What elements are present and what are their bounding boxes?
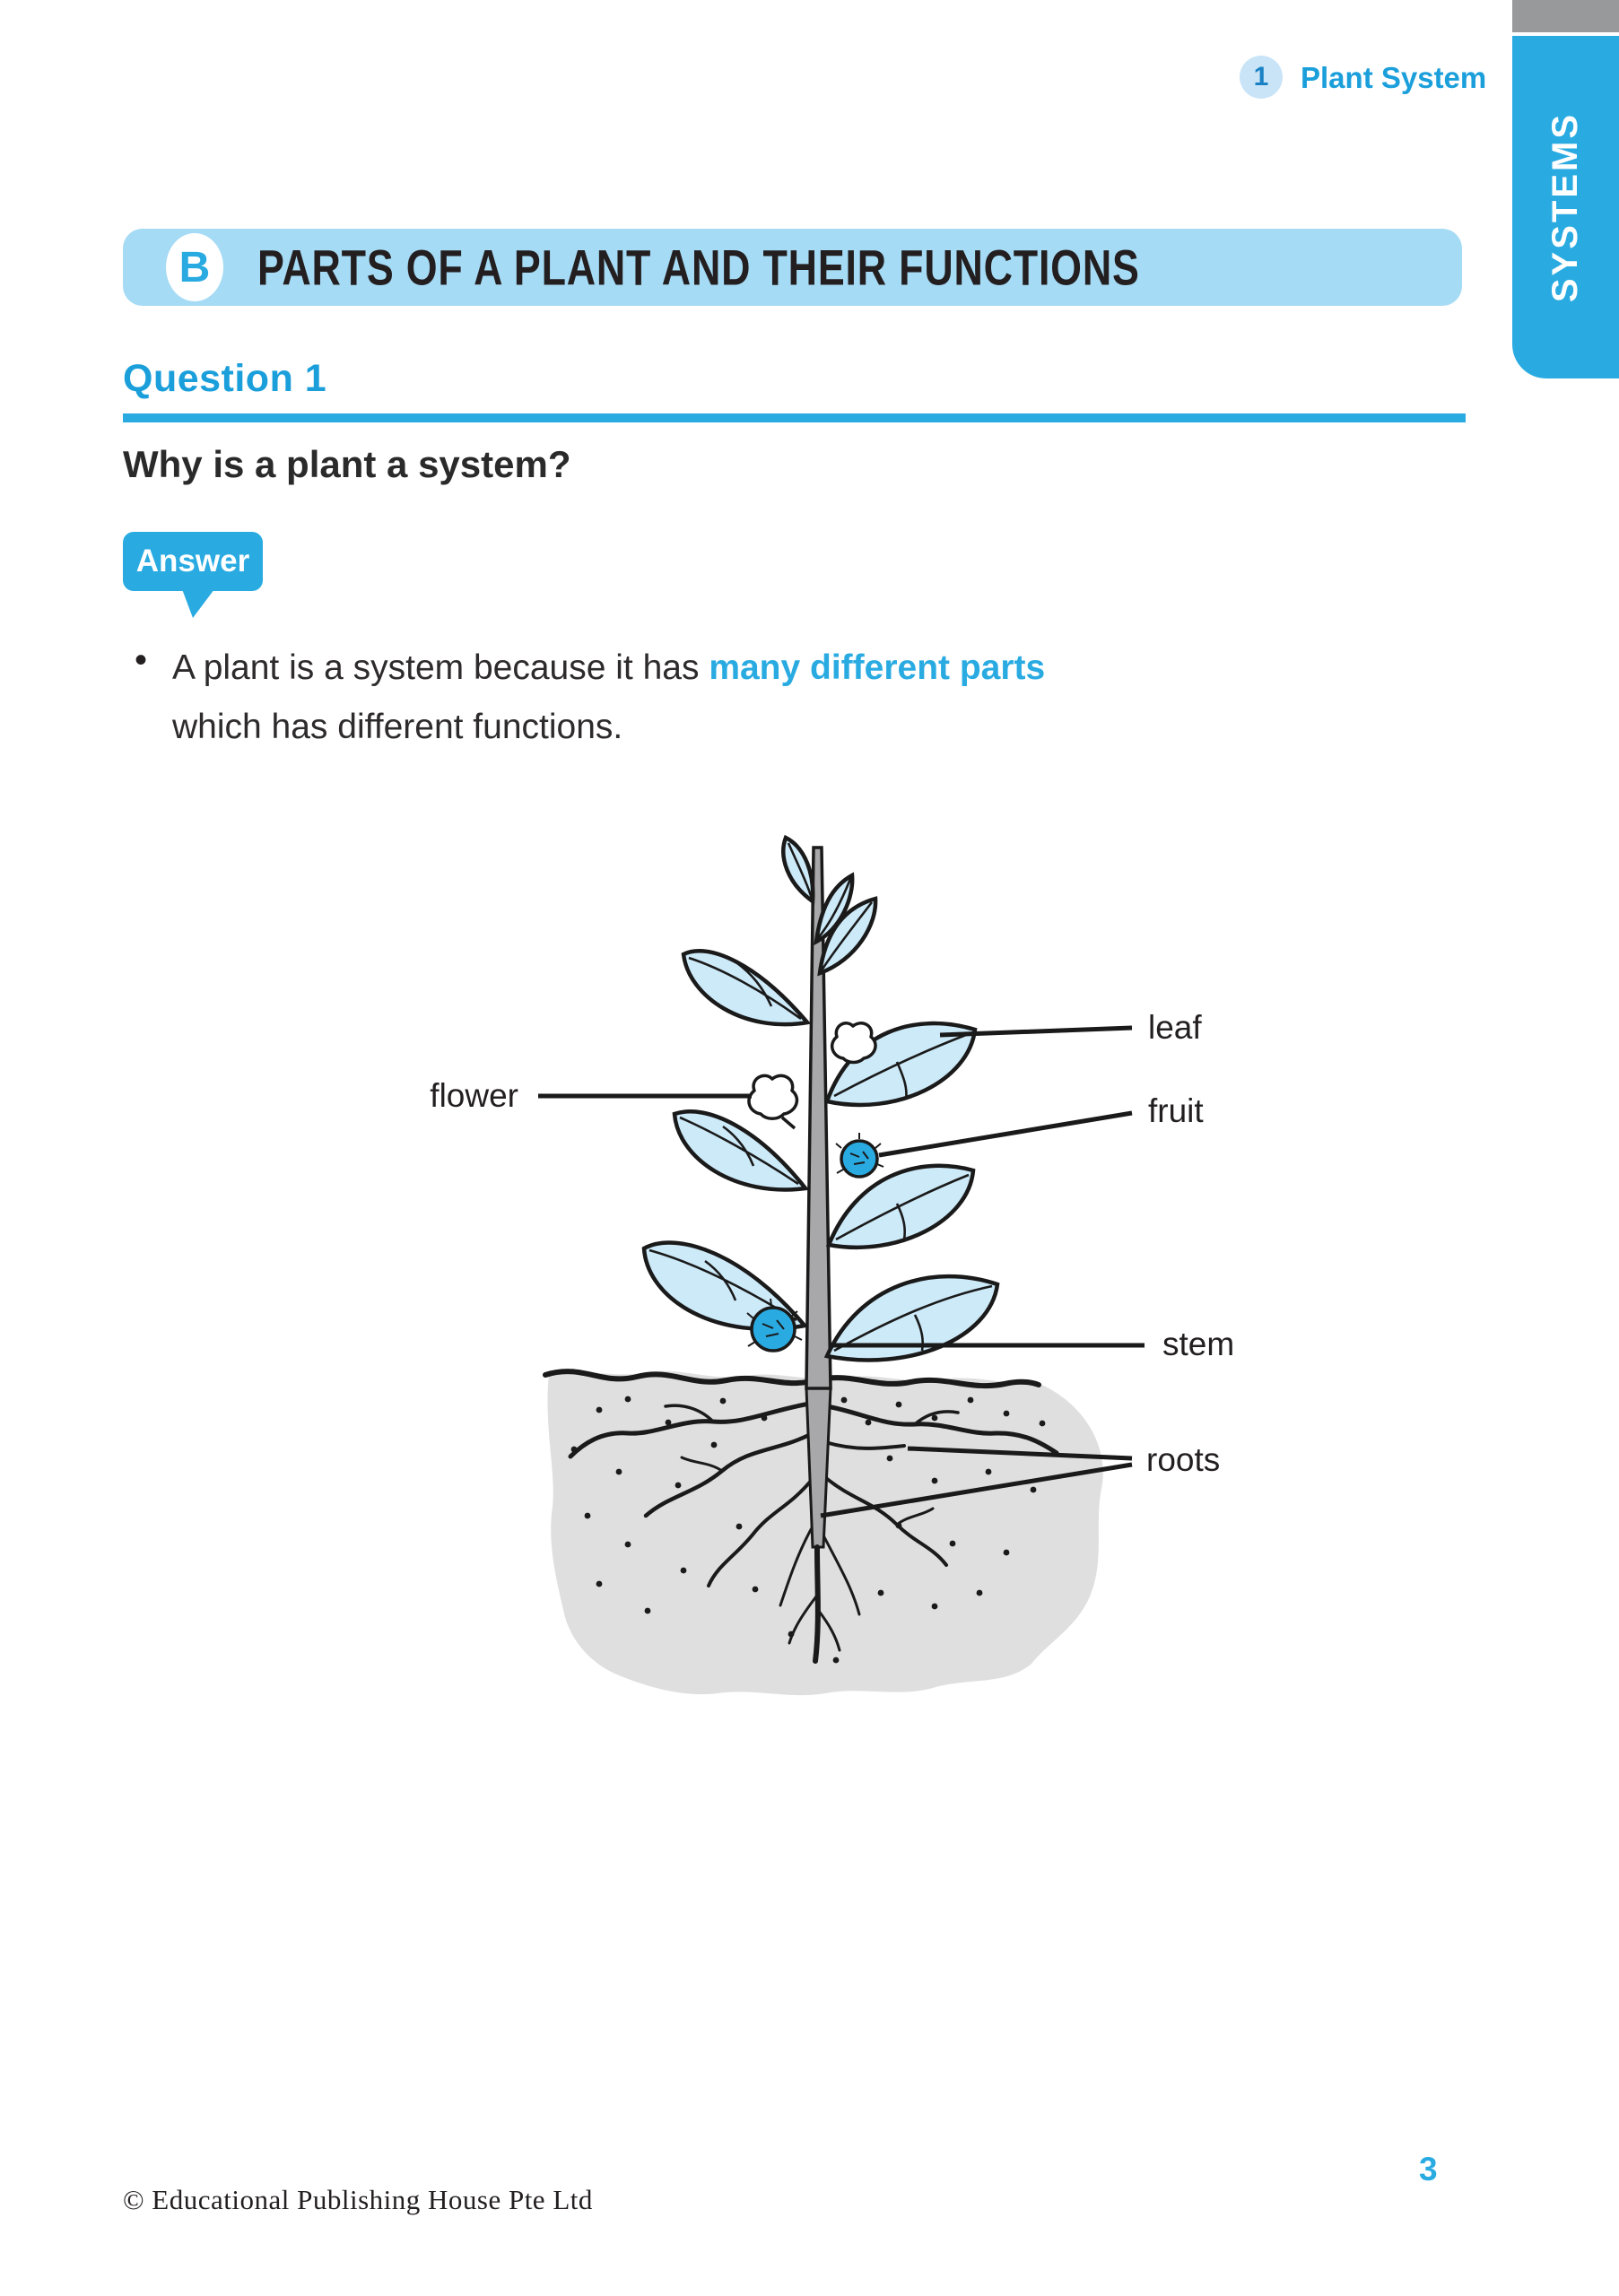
leaf-shape <box>641 1240 809 1332</box>
question-heading-rule <box>123 413 1466 422</box>
answer-line-1: A plant is a system because it has many … <box>172 648 1046 687</box>
answer-bullet: • <box>135 640 148 680</box>
flower-stalk <box>780 1116 796 1130</box>
section-letter: B <box>178 243 211 291</box>
flowers <box>747 1022 877 1130</box>
chapter-number: 1 <box>1253 62 1269 91</box>
chapter-number-badge: 1 <box>1240 56 1283 99</box>
fruits <box>746 1133 884 1352</box>
flower-shape <box>830 1022 877 1065</box>
label-lines <box>538 1025 1145 1518</box>
stem-shape <box>805 846 832 1390</box>
label-line-fruit <box>878 1110 1133 1158</box>
root <box>568 1401 813 1459</box>
root <box>816 1608 841 1652</box>
diagram-label-flower: flower <box>430 1077 518 1114</box>
fruit-texture <box>746 1133 884 1347</box>
answer-badge: Answer <box>123 532 263 591</box>
systems-side-tab: SYSTEMS <box>1512 36 1619 378</box>
label-line-leaf <box>939 1025 1133 1038</box>
diagram-label-leaf: leaf <box>1148 1009 1202 1046</box>
root <box>779 1523 815 1607</box>
label-line-roots-upper <box>907 1446 1133 1461</box>
root <box>824 1404 1059 1456</box>
answer-line-2: which has different functions. <box>172 708 623 746</box>
question-heading: Question 1 <box>123 357 327 400</box>
leaf-shape <box>681 949 812 1027</box>
root <box>913 1410 960 1426</box>
root <box>680 1456 724 1473</box>
answer-text: A plant is a system because it has many … <box>172 639 1159 757</box>
section-banner: B PARTS OF A PLANT AND THEIR FUNCTIONS <box>123 229 1462 306</box>
page-number: 3 <box>1419 2151 1438 2187</box>
root <box>707 1478 814 1587</box>
label-line-roots-lower <box>820 1462 1133 1518</box>
roots <box>568 1387 1059 1664</box>
corner-gray-block <box>1512 0 1619 32</box>
root <box>788 1595 818 1645</box>
diagram-label-stem: stem <box>1162 1326 1235 1362</box>
root <box>823 1440 906 1450</box>
chapter-title: Plant System <box>1301 61 1487 94</box>
copyright-notice: © Educational Publishing House Pte Ltd <box>123 2184 593 2215</box>
root <box>821 1532 861 1616</box>
leaf-shape <box>781 834 815 906</box>
leaves <box>641 834 1000 1362</box>
diagram-label-fruit: fruit <box>1148 1092 1204 1129</box>
root <box>895 1507 935 1526</box>
leaf-veins <box>648 842 993 1352</box>
answer-badge-tail <box>182 589 214 618</box>
root <box>664 1404 715 1423</box>
flower-shape <box>747 1074 799 1120</box>
diagram-label-roots: roots <box>1146 1441 1221 1478</box>
section-title: PARTS OF A PLANT AND THEIR FUNCTIONS <box>257 239 1140 296</box>
answer-highlight: many different parts <box>709 648 1046 687</box>
question-text: Why is a plant a system? <box>123 443 571 485</box>
fruit-shape <box>750 1306 796 1352</box>
soil-dots <box>570 1396 1046 1664</box>
section-letter-badge: B <box>166 233 223 301</box>
taproot-tip <box>813 1544 821 1664</box>
fruit-shape <box>840 1139 879 1178</box>
